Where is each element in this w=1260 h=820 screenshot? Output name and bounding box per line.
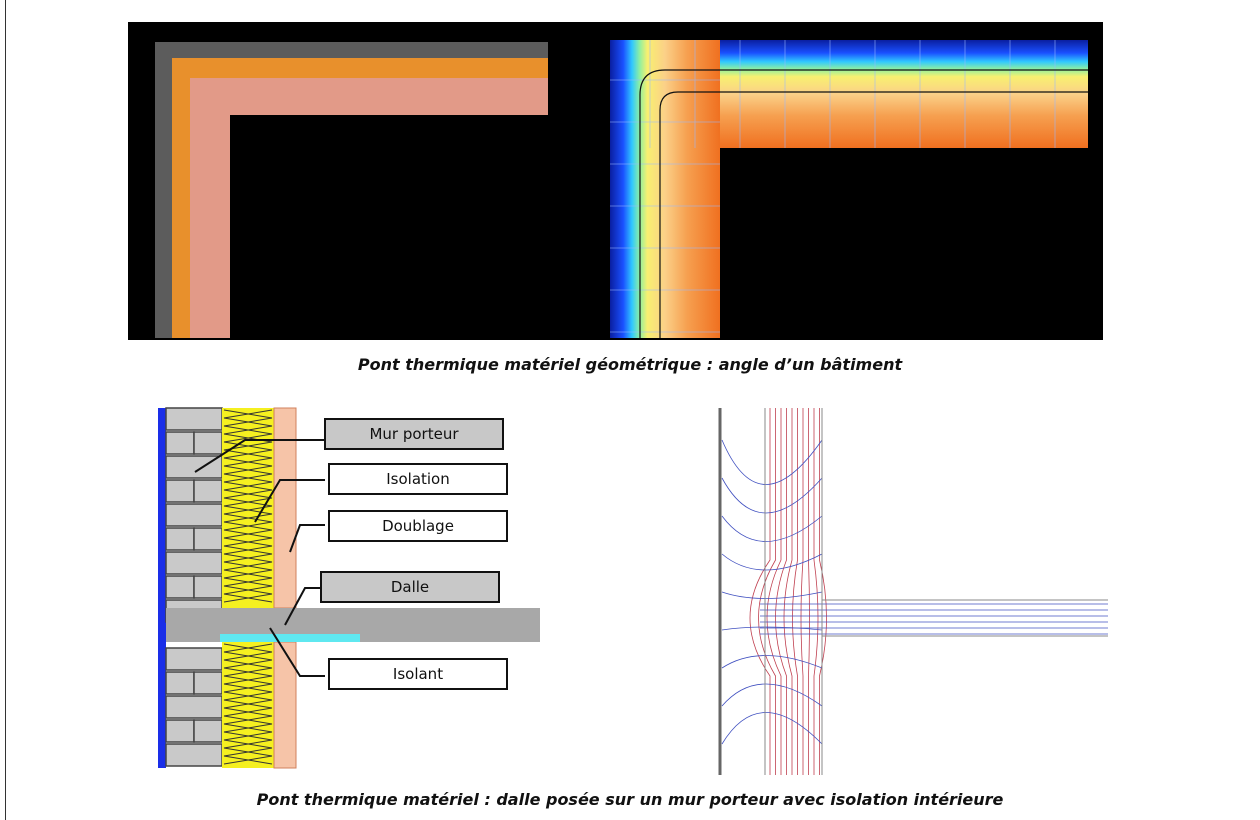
isolant-strip <box>220 634 360 642</box>
heat-flux-diagram <box>718 408 1108 775</box>
page-left-border <box>5 0 6 820</box>
label-dalle: Dalle <box>320 571 500 603</box>
exterior-render <box>158 408 166 768</box>
label-mur-porteur: Mur porteur <box>324 418 504 450</box>
brick-wall <box>165 407 223 767</box>
doublage-layer <box>190 78 548 338</box>
label-doublage: Doublage <box>328 510 508 542</box>
corner-geometry-panel <box>128 22 568 340</box>
thermal-simulation-panel <box>568 22 1103 340</box>
doublage-lower <box>273 641 297 769</box>
insulation-hatch <box>223 409 273 765</box>
label-isolant: Isolant <box>328 658 508 690</box>
doublage-upper <box>273 407 297 609</box>
leader-lines <box>194 439 325 677</box>
caption-top: Pont thermique matériel géométrique : an… <box>357 355 903 374</box>
mesh-lines <box>610 40 1056 333</box>
wall-section-drawing <box>158 407 540 769</box>
label-isolation: Isolation <box>328 463 508 495</box>
caption-bottom: Pont thermique matériel : dalle posée su… <box>256 790 1004 809</box>
